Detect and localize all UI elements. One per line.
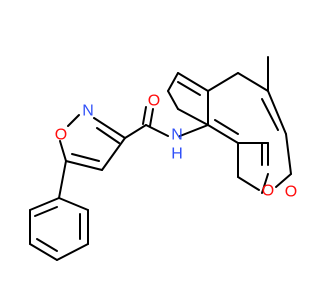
bonds — [29, 56, 292, 261]
bond-isoxazole-c4-c3 — [101, 137, 126, 171]
bond-phenyl-4 — [56, 243, 89, 261]
molecule-structure: N O O N H O O — [29, 56, 297, 261]
bond-lactone-5b — [261, 98, 279, 131]
carbonyl-oxygen-label: O — [285, 184, 297, 201]
bond-lactone-2 — [237, 176, 260, 191]
bond-coumarin-ring-8b — [214, 119, 239, 135]
bond-coumarin-ring-3 — [167, 72, 179, 92]
bond-phenyl-3b — [36, 238, 58, 252]
bond-phenyl-6 — [58, 197, 89, 211]
bond-amide-c-ring — [124, 124, 147, 139]
amide-hydrogen-label: H — [171, 146, 183, 163]
amide-oxygen-label: O — [148, 93, 160, 110]
isoxazole-oxygen-label: O — [55, 127, 67, 144]
amide-nitrogen-label: N — [171, 127, 183, 144]
bond-lactone-3 — [275, 173, 292, 188]
bond-coumarin-ring-8 — [207, 124, 239, 144]
bond-lactone-5 — [267, 90, 287, 135]
bond-coumarin-ring-4 — [167, 90, 179, 110]
bond-amide-cn — [145, 124, 169, 137]
isoxazole-nitrogen-label: N — [82, 103, 94, 120]
lactone-oxygen-label: O — [262, 183, 274, 200]
bond-coumarin-ring-7 — [237, 72, 269, 92]
bond-coumarin-ring-5 — [177, 108, 209, 126]
bond-coumarin-ring-2b — [177, 81, 201, 96]
bond-isoxazole-n-o — [67, 114, 80, 127]
bond-phenyl-1 — [29, 197, 60, 211]
bond-phenyl-3 — [29, 243, 58, 261]
bond-isoxazole-c5-c4-2 — [71, 153, 100, 162]
bond-coumarin-ring-2 — [177, 72, 209, 92]
bond-isoxazole-o-c5 — [59, 140, 67, 162]
bond-phenyl-attach — [58, 160, 67, 199]
bond-isoxazole-c3-n-2 — [96, 127, 120, 144]
bond-lactone-4 — [285, 133, 292, 175]
bond-phenyl-1b — [34, 206, 58, 217]
bond-amide-carbonyl-1 — [149, 108, 154, 127]
bond-isoxazole-c3-n-1 — [93, 117, 126, 139]
bond-amide-carbonyl-2 — [142, 106, 147, 125]
bond-isoxazole-c5-c4-1 — [65, 160, 103, 171]
bond-coumarin-ring-6 — [207, 72, 239, 92]
bond-carbonyl-c-o — [261, 173, 269, 194]
bond-amide-nc — [179, 124, 209, 137]
atom-labels: N O O N H O O — [55, 93, 297, 201]
